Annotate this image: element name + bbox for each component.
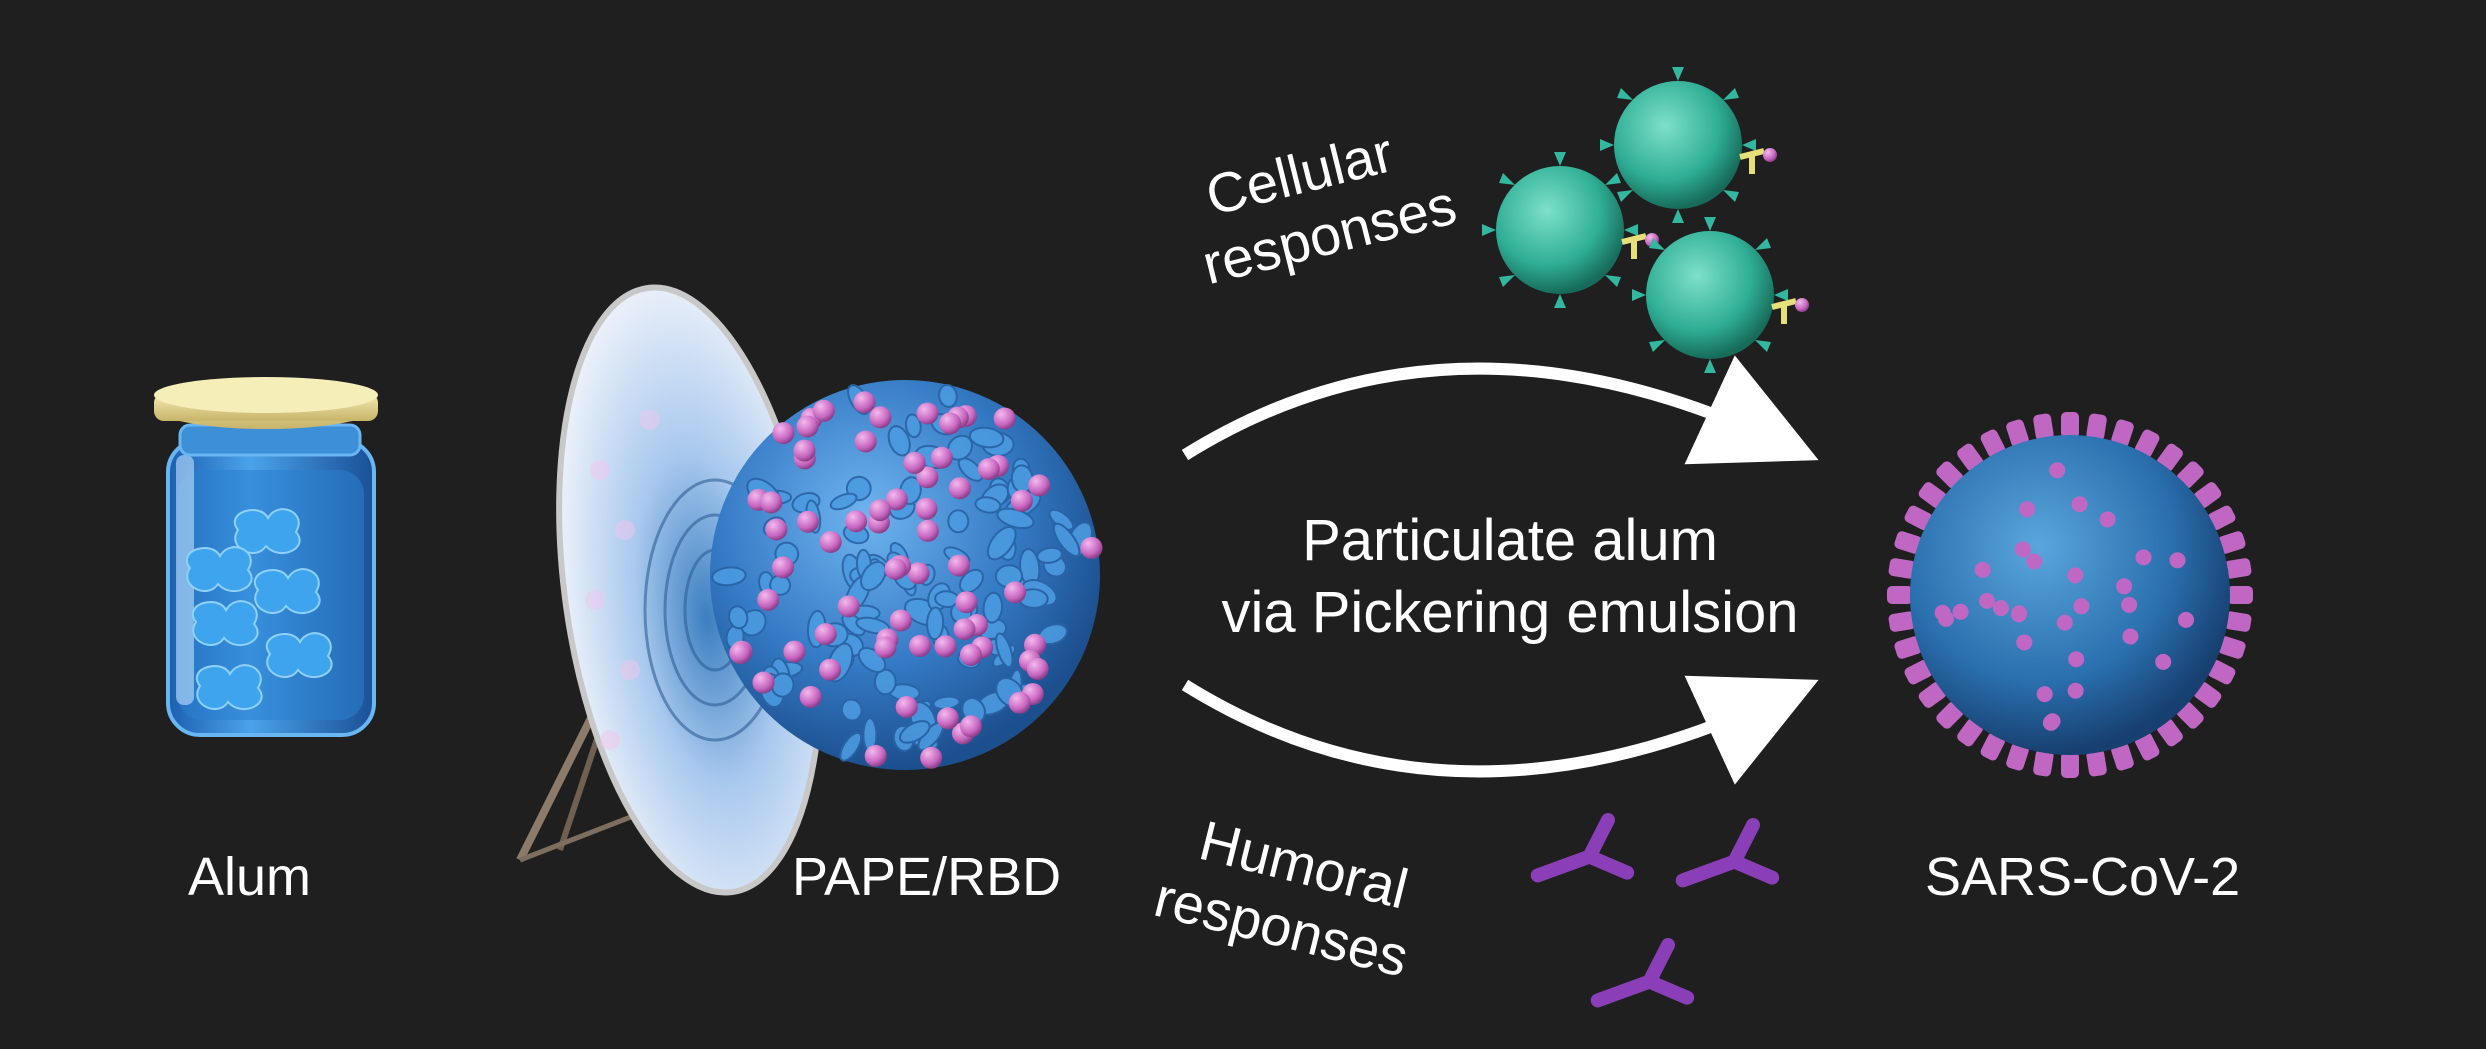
virus-icon	[1887, 412, 2253, 778]
alum-jar-icon	[154, 377, 378, 737]
upper-arrow-icon	[1181, 355, 1819, 465]
t-cell-icon-3	[1632, 217, 1809, 373]
alum-label: Alum	[188, 847, 312, 907]
t-cell-icon-2	[1482, 152, 1659, 308]
t-cell-icon-1	[1600, 67, 1777, 223]
center-caption: Particulate alum via Pickering emulsion	[1150, 505, 1870, 649]
sars-cov-2-label: SARS-CoV-2	[1925, 847, 2241, 907]
antibody-icon-2	[1675, 818, 1780, 888]
antibody-icon-3	[1590, 938, 1695, 1008]
pape-rbd-label: PAPE/RBD	[792, 847, 1062, 907]
center-caption-line-1: Particulate alum	[1302, 508, 1718, 573]
pickering-particle-icon	[710, 380, 1103, 770]
mirror-icon	[516, 284, 824, 896]
center-caption-line-2: via Pickering emulsion	[1221, 580, 1799, 645]
antibody-icon-1	[1530, 813, 1635, 883]
lower-arrow-icon	[1181, 675, 1819, 785]
